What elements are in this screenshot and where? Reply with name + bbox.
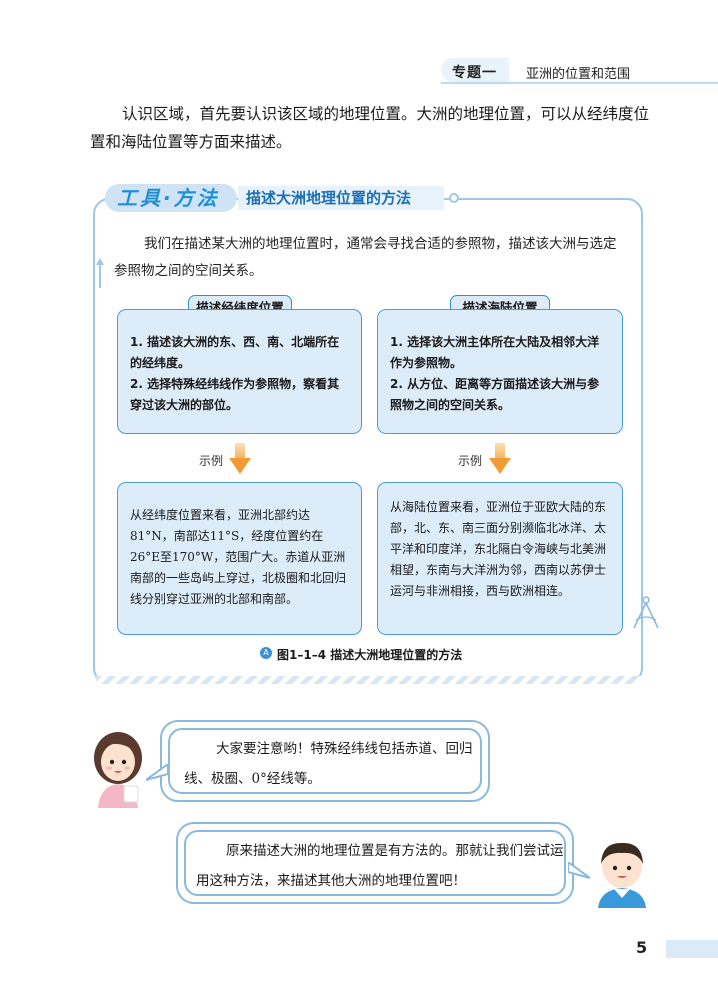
example-label-landsea: 示例 [458,454,483,468]
step-item: 2. 从方位、距离等方面描述该大洲与参照物之间的空间关系。 [390,377,600,412]
figure-icon: A [260,647,272,659]
example-text: 从海陆位置来看，亚洲位于亚欧大陆的东部，北、东、南三面分别濒临北冰洋、太平洋和印… [390,500,607,598]
step-item: 1. 描述该大洲的东、西、南、北端所在的经纬度。 [130,335,340,370]
frame-stripe [95,676,641,684]
tool-label: 工具·方法 [117,186,220,210]
compass-icon [633,596,659,629]
example-label-latlon: 示例 [199,454,224,468]
teacher-tip: 大家要注意哟！特殊经纬线包括赤道、回归线、极圈、0°经线等。 [184,741,473,787]
down-arrow-icon [229,443,251,475]
speech-bubble-teacher [160,720,490,802]
tool-label-pill [105,184,237,212]
bubble-tail-icon [568,862,590,879]
teacher-avatar [94,732,142,808]
page-tab [666,940,718,958]
topic-subtitle: 亚洲的位置和范围 [526,67,631,82]
header-divider [441,82,718,84]
speech-bubble-student [176,822,574,904]
example-text: 从经纬度位置来看，亚洲北部约达81°N，南部达11°S，经度位置约在26°E至1… [130,508,347,606]
steps-box-landsea: 1. 选择该大洲主体所在大陆及相邻大洋作为参照物。 2. 从方位、距离等方面描述… [377,309,623,434]
tool-title-bg [238,186,444,210]
tool-intro: 我们在描述某大洲的地理位置时，通常会寻找合适的参照物，描述该大洲与选定参照物之间… [114,236,617,279]
bubble-tail-icon [146,764,168,781]
example-box-latlon: 从经纬度位置来看，亚洲北部约达81°N，南部达11°S，经度位置约在26°E至1… [117,482,362,635]
steps-box-latlon: 1. 描述该大洲的东、西、南、北端所在的经纬度。 2. 选择特殊经纬线作为参照物… [117,309,362,434]
intro-paragraph: 认识区域，首先要认识该区域的地理位置。大洲的地理位置，可以从经纬度位置和海陆位置… [90,105,650,151]
step-item: 1. 选择该大洲主体所在大陆及相邻大洋作为参照物。 [390,335,600,370]
student-avatar [598,842,646,908]
tool-title: 描述大洲地理位置的方法 [246,189,412,207]
student-remark: 原来描述大洲的地理位置是有方法的。那就让我们尝试运用这种方法，来描述其他大洲的地… [196,843,564,889]
decor-dot-icon [449,193,459,203]
figure-caption: 图1–1–4 描述大洲地理位置的方法 [277,648,463,662]
page-number: 5 [636,938,648,957]
example-box-landsea: 从海陆位置来看，亚洲位于亚欧大陆的东部，北、东、南三面分别濒临北冰洋、太平洋和印… [377,482,623,635]
frame-arrow-icon [96,258,104,288]
header-tab [441,58,509,82]
step-item: 2. 选择特殊经纬线作为参照物，察看其穿过该大洲的部位。 [130,377,340,412]
topic-label: 专题一 [452,65,497,81]
down-arrow-icon [489,443,511,475]
